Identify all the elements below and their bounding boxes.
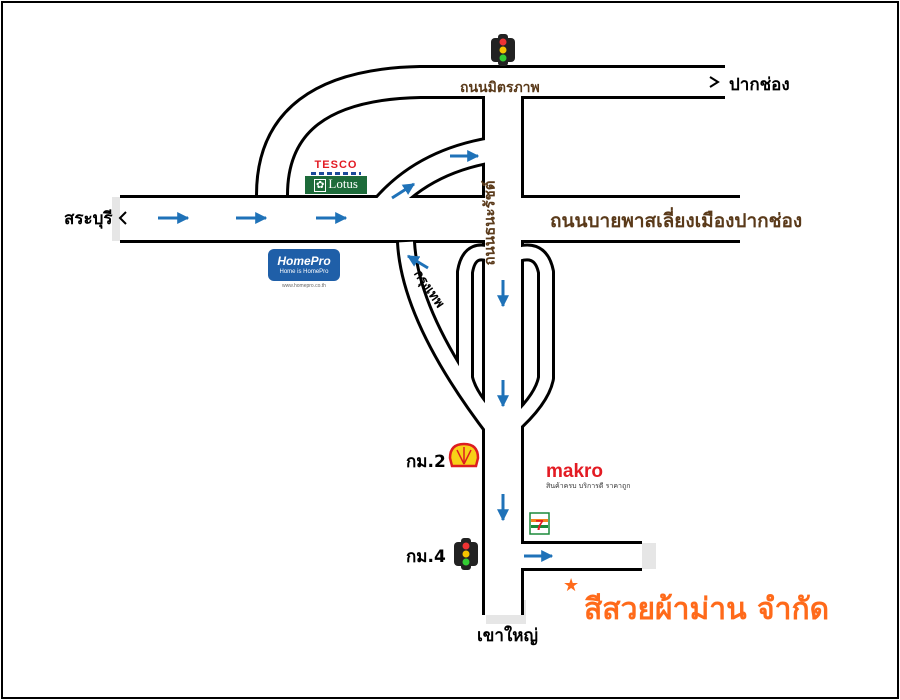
seven-eleven-label: 7 [535, 517, 543, 534]
west-chevron-icon [118, 211, 127, 225]
lotus-text: Lotus [328, 176, 358, 191]
makro-logo: makro สินค้าครบ บริการดี ราคาถูก [546, 462, 630, 491]
place-label-pakchong: ปากช่อง [729, 75, 790, 95]
homepro-url: www.homepro.co.th [282, 283, 326, 289]
road-label-bypass: ถนนบายพาสเลี่ยงเมืองปากช่อง [550, 210, 803, 232]
arrow [406, 254, 429, 270]
east-chevron-icon [709, 76, 720, 88]
destination-label: สีสวยผ้าม่าน จำกัด [584, 592, 830, 627]
shell-icon [448, 442, 480, 468]
place-label-saraburi: สระบุรี [64, 209, 113, 229]
homepro-logo: HomePro Home is HomePro [268, 249, 340, 281]
road-label-thanarat: ถนนธนะรัชต์ [480, 180, 499, 266]
km2-label: กม.2 [406, 452, 446, 472]
seven-eleven-icon: 7 [529, 512, 550, 535]
place-label-khaoyai: เขาใหญ่ [477, 626, 538, 646]
makro-text: makro [546, 461, 604, 482]
arrow [391, 182, 416, 200]
lotus-badge: ✿Lotus [305, 176, 367, 194]
star-icon: ★ [563, 575, 580, 596]
tesco-lotus-logo: TESCO ✿Lotus [305, 159, 367, 194]
traffic-light-icon [454, 538, 478, 570]
km4-label: กม.4 [406, 547, 446, 567]
tesco-text: TESCO [314, 159, 358, 171]
tesco-stripes [311, 172, 361, 175]
traffic-light-icon [491, 34, 515, 66]
makro-tagline: สินค้าครบ บริการดี ราคาถูก [546, 482, 631, 490]
lotus-icon: ✿ [313, 179, 327, 192]
homepro-text: HomePro [277, 254, 331, 268]
road-label-mittraphap: ถนนมิตรภาพ [460, 80, 540, 96]
homepro-tagline: Home is HomePro [279, 269, 329, 275]
direction-arrows [158, 150, 554, 562]
